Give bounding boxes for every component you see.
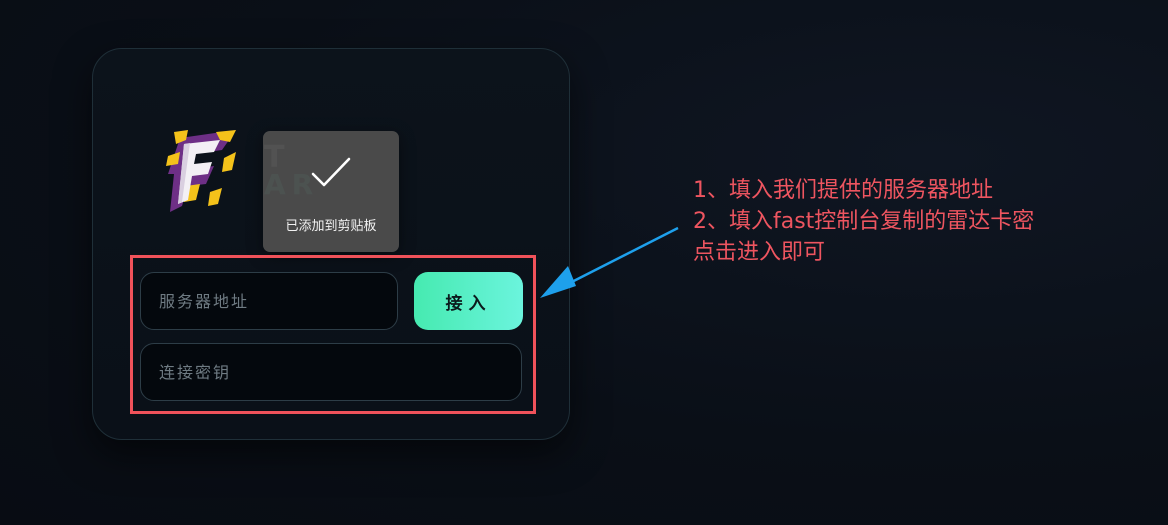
annotation-line-1: 1、填入我们提供的服务器地址 xyxy=(693,178,993,203)
annotation-arrow-icon xyxy=(540,226,679,298)
toast-message: 已添加到剪贴板 xyxy=(285,219,377,234)
connection-key-input[interactable] xyxy=(140,343,522,401)
annotation-line-3: 点击进入即可 xyxy=(693,240,826,265)
check-icon xyxy=(311,157,351,187)
clipboard-toast: 已添加到剪贴板 xyxy=(263,131,399,252)
connect-button[interactable]: 接入 xyxy=(414,272,523,330)
annotation-line-2: 2、填入fast控制台复制的雷达卡密 xyxy=(693,209,1035,234)
annotation-text: 1、填入我们提供的服务器地址 2、填入fast控制台复制的雷达卡密 点击进入即可 xyxy=(693,175,1034,268)
highlight-box xyxy=(130,255,536,414)
logo-icon xyxy=(166,130,236,212)
server-address-input[interactable] xyxy=(140,272,398,330)
